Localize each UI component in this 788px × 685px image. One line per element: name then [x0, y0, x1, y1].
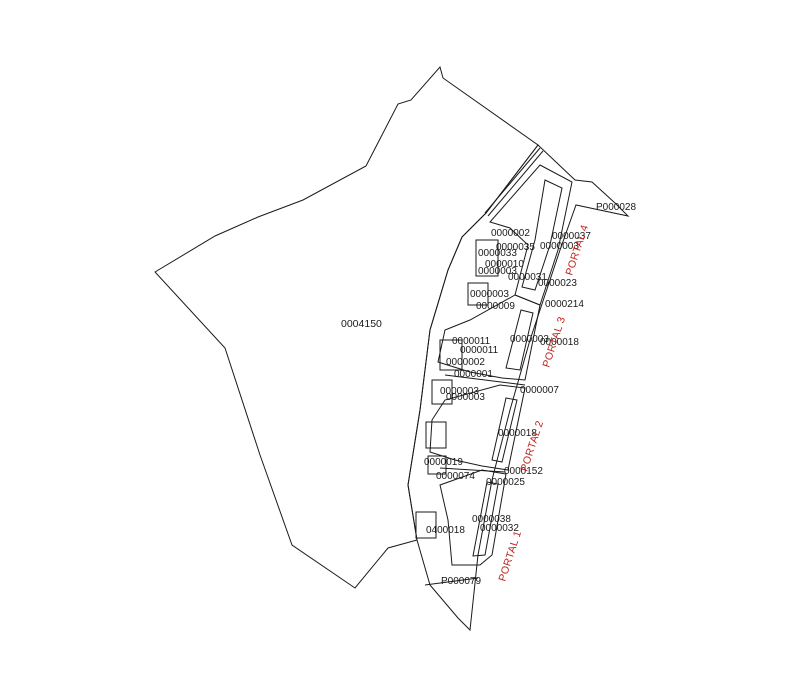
code-label: 0000018	[540, 337, 579, 348]
label-bottom: P000079	[441, 576, 481, 587]
lot-b[interactable]	[475, 239, 499, 277]
lot-a[interactable]	[467, 282, 489, 306]
code-label: 0000003	[510, 334, 549, 345]
code-label: 0000009	[476, 301, 515, 312]
block-mid[interactable]	[429, 384, 526, 471]
code-label: 0000010	[485, 259, 524, 270]
code-label: 0000003	[540, 241, 579, 252]
block-south[interactable]	[439, 469, 507, 566]
code-label: 0000025	[486, 477, 525, 488]
parcel-strip-outline[interactable]	[407, 144, 630, 632]
label-left-block: 0400018	[426, 525, 465, 536]
code-label: 0000033	[478, 248, 517, 259]
code-label: 0000011	[452, 336, 491, 347]
code-label: 0000003	[446, 392, 485, 403]
code-label: 0000037	[552, 231, 591, 242]
road-line-5	[424, 577, 479, 586]
block-south-inner[interactable]	[472, 481, 499, 557]
code-label: 0000003	[470, 289, 509, 300]
code-label: 0000032	[480, 523, 519, 534]
code-label: 0000003	[478, 266, 517, 277]
lot-f[interactable]	[427, 455, 447, 475]
block-mid-inner[interactable]	[491, 397, 518, 463]
code-label: 0000019	[424, 457, 463, 468]
code-label: 0000214	[545, 299, 584, 310]
label-top-right: P000028	[596, 202, 636, 213]
road-line-2	[487, 150, 544, 217]
road-line-4	[439, 467, 506, 473]
lot-c[interactable]	[439, 339, 463, 371]
road-line-3	[444, 374, 526, 386]
portal-1-label: PORTAL 1	[496, 529, 524, 583]
lot-e[interactable]	[425, 421, 447, 449]
road-line-1	[484, 147, 541, 214]
label-main-parcel: 0004150	[341, 318, 382, 330]
code-label: 0000152	[504, 466, 543, 477]
block-central[interactable]	[437, 294, 541, 381]
code-label: 0000018	[498, 428, 537, 439]
code-label: 0000001	[454, 369, 493, 380]
code-label: 0000007	[520, 385, 559, 396]
block-central-inner[interactable]	[505, 309, 534, 371]
code-label: 0000038	[472, 514, 511, 525]
code-label: 0000023	[538, 278, 577, 289]
code-label: 0000035	[496, 242, 535, 253]
code-label: 0000002	[446, 357, 485, 368]
lot-d[interactable]	[431, 379, 453, 405]
code-label: 0000031	[508, 272, 547, 283]
code-label: 0000011	[460, 345, 499, 356]
code-label: 0000074	[436, 471, 475, 482]
code-label: 0000002	[491, 228, 530, 239]
lot-g[interactable]	[415, 511, 437, 539]
code-label: 0000003	[440, 386, 479, 397]
block-north-inner[interactable]	[521, 179, 563, 291]
